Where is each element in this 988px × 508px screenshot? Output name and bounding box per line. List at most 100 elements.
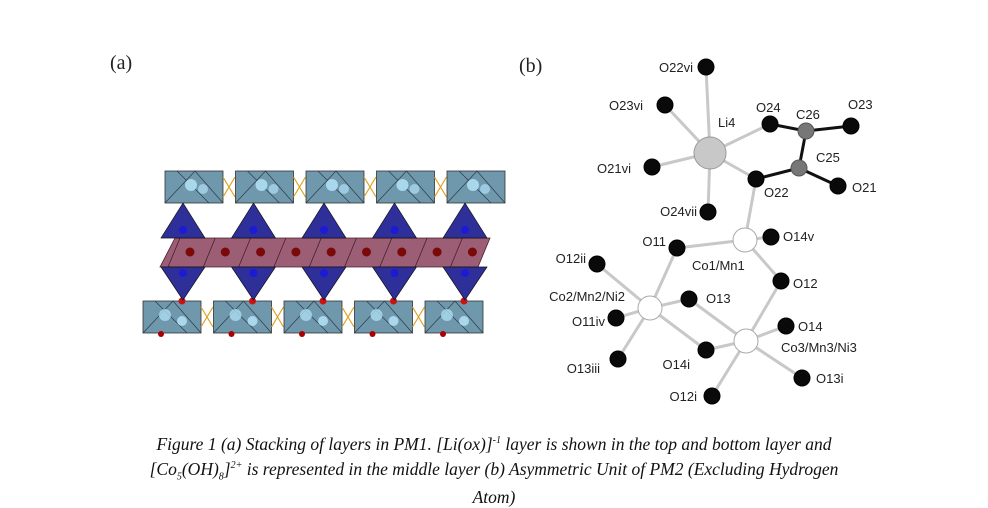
octahedron-edge — [202, 237, 216, 268]
atom-label-O11: O11 — [642, 234, 666, 249]
li-polyhedron-bottom — [213, 300, 272, 334]
atom-O23vi — [656, 96, 674, 114]
atom-O21 — [829, 177, 847, 195]
atom-O14v — [762, 228, 780, 246]
li-atom — [339, 184, 349, 194]
cobalt-tetrahedral-atom — [461, 269, 469, 277]
atom-O11iv — [607, 309, 625, 327]
li-atom — [409, 184, 420, 194]
cobalt-tetrahedral-atom — [320, 269, 328, 277]
octahedron-edge — [308, 237, 322, 268]
li-atom — [159, 309, 171, 321]
caption-line2-c: ] — [223, 458, 231, 479]
cobalt-atom — [256, 247, 266, 257]
atom-label-O21: O21 — [852, 180, 877, 195]
cobalt-tetrahedron-up — [160, 202, 206, 239]
polyhedron-edges — [283, 300, 343, 334]
polyhedron-edges — [213, 300, 272, 334]
atom-O24vii — [699, 203, 717, 221]
atom-label-O12ii: O12ii — [556, 251, 586, 266]
polyhedron-edges — [142, 300, 202, 334]
panel-label-a: (a) — [110, 52, 133, 74]
oxalate-bond — [341, 306, 355, 328]
atom-Co3 — [733, 328, 759, 354]
caption-line2-d: is represented in the middle layer (b) A… — [242, 458, 839, 479]
oxygen-atom — [369, 331, 376, 337]
cobalt-tetrahedral-atom — [249, 269, 258, 277]
panel-label-b: (b) — [519, 55, 543, 77]
cobalt-atom — [397, 247, 407, 257]
cobalt-tetrahedron-down — [160, 266, 206, 301]
atom-label-Co1: Co1/Mn1 — [692, 258, 745, 273]
caption-line1-a: Figure 1 (a) Stacking of layers in PM1. … — [156, 433, 493, 454]
cobalt-tetrahedron-up — [442, 202, 488, 239]
atom-label-C25: C25 — [816, 150, 840, 165]
caption-line1-b: layer is shown in the top and bottom lay… — [500, 433, 832, 454]
octahedron-edge — [450, 237, 463, 268]
atom-O24 — [761, 115, 779, 133]
atom-label-O23vi: O23vi — [609, 98, 643, 113]
li-atom — [300, 309, 312, 321]
octahedron-edge — [238, 237, 251, 268]
atom-label-O21vi: O21vi — [597, 161, 631, 176]
oxalate-bond — [222, 176, 236, 198]
atom-O12ii — [588, 255, 606, 273]
caption-sub1: 5 — [176, 471, 182, 483]
oxalate-bond — [411, 306, 426, 328]
caption-sup1: -1 — [492, 435, 501, 446]
li-atom — [185, 179, 197, 191]
cobalt-tetrahedral-atom — [179, 226, 187, 234]
li-polyhedron-bottom — [424, 300, 484, 334]
cobalt-atom — [467, 247, 477, 257]
cobalt-tetrahedral-atom — [179, 269, 187, 277]
octahedron-edge — [344, 237, 357, 268]
atom-label-O12i: O12i — [670, 389, 698, 404]
oxygen-atom — [440, 331, 446, 337]
oxygen-atom — [299, 331, 305, 337]
atom-label-Co3: Co3/Mn3/Ni3 — [781, 340, 857, 355]
atom-label-O14v: O14v — [783, 229, 815, 244]
atom-label-O13: O13 — [706, 291, 731, 306]
li-atom — [441, 309, 453, 321]
li-atom — [326, 179, 338, 191]
li-atom — [247, 316, 258, 326]
atom-label-O14: O14 — [798, 319, 823, 334]
atom-O12 — [772, 272, 790, 290]
atom-label-O12: O12 — [793, 276, 818, 291]
atom-label-O22: O22 — [764, 185, 789, 200]
cobalt-atom — [185, 247, 195, 257]
li-atom — [177, 316, 187, 326]
li-atom — [480, 184, 490, 194]
octahedron-edge — [273, 237, 287, 268]
atom-label-Co2: Co2/Mn2/Ni2 — [549, 289, 625, 304]
oxalate-bond — [433, 176, 448, 198]
li-atom — [198, 184, 208, 194]
atom-label-O24vii: O24vii — [660, 204, 697, 219]
li-atom — [459, 316, 469, 326]
octahedron-edge — [414, 237, 428, 268]
atom-label-O22vi: O22vi — [659, 60, 693, 75]
atom-label-C26: C26 — [796, 107, 820, 122]
atom-O14i — [697, 341, 715, 359]
polyhedron-edges — [354, 300, 413, 334]
oxalate-bond — [270, 306, 285, 328]
cobalt-atom — [326, 247, 336, 257]
atom-label-O13i: O13i — [816, 371, 844, 386]
cobalt-tetrahedral-atom — [461, 226, 469, 234]
cobalt-tetrahedral-atom — [249, 226, 258, 234]
cobalt-tetrahedral-atom — [320, 226, 328, 234]
cobalt-atom — [220, 247, 230, 257]
cobalt-tetrahedron-down — [230, 266, 277, 301]
atom-O13iii — [609, 350, 627, 368]
cobalt-tetrahedral-atom — [390, 226, 399, 234]
caption-line2-b: (OH) — [181, 458, 219, 479]
li-atom — [396, 179, 409, 191]
atom-C26 — [797, 122, 815, 140]
li-atom — [318, 316, 328, 326]
cobalt-tetrahedron-down — [301, 266, 347, 301]
oxalate-bond — [363, 176, 377, 198]
caption-line3: Atom) — [472, 487, 516, 508]
li-atom — [370, 309, 383, 321]
oxalate-bond — [200, 306, 214, 328]
